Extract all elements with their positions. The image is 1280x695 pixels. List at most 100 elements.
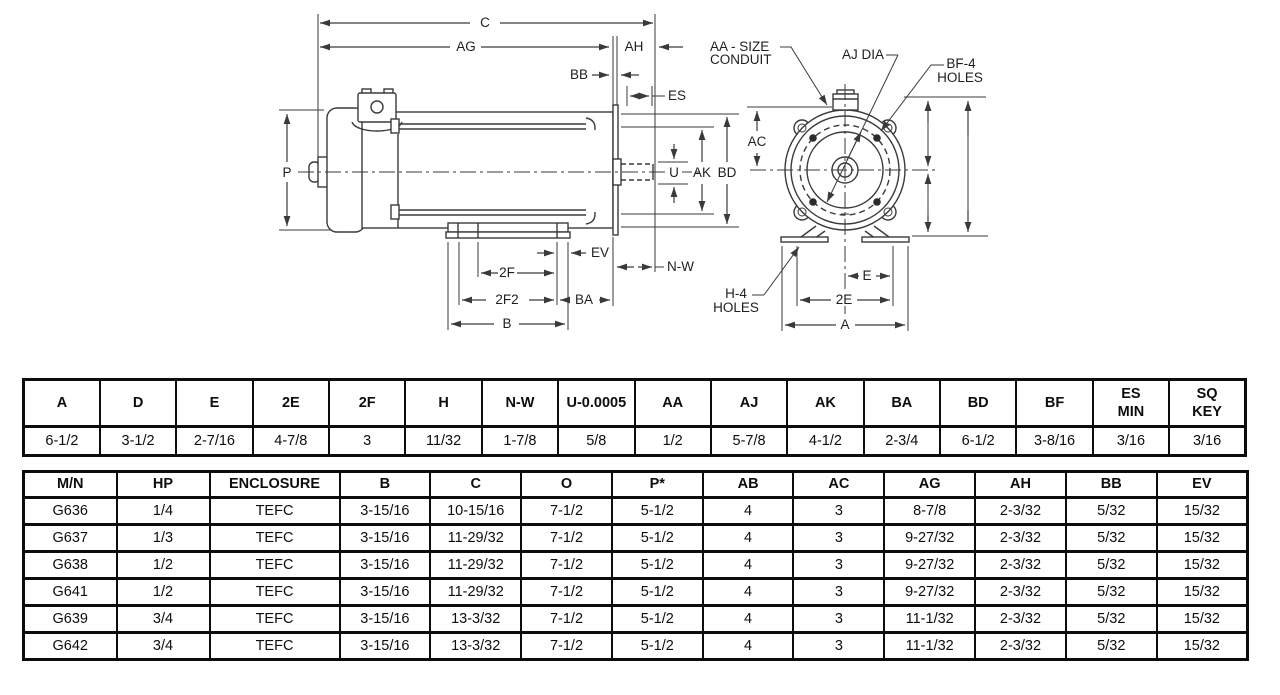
column-header: AJ: [709, 378, 789, 428]
conduit-box-side: [351, 88, 403, 132]
ear-hole: [797, 123, 807, 133]
bf-hole: [809, 198, 817, 206]
column-header: EV: [1155, 470, 1249, 499]
table-cell: 6-1/2: [938, 425, 1018, 457]
table-cell: 4: [701, 631, 795, 661]
table-cell: G637: [22, 523, 118, 553]
dimension-lines-end: [753, 101, 972, 329]
table-cell: 13-3/32: [429, 631, 523, 661]
dim-label-es: ES: [668, 88, 686, 103]
table-cell: 3-1/2: [98, 425, 178, 457]
dim-label-bb: BB: [570, 67, 588, 82]
table-cell: 7-1/2: [520, 496, 613, 526]
column-header: O: [520, 470, 613, 499]
column-header: H: [404, 378, 483, 428]
table-cell: 5-1/2: [610, 631, 704, 661]
table-cell: 5/32: [1064, 496, 1158, 526]
table-cell: 3: [327, 425, 407, 457]
table-cell: 4: [701, 496, 795, 526]
table-cell: 9-27/32: [883, 523, 977, 553]
table-cell: 7-1/2: [520, 631, 613, 661]
table-cell: 8-7/8: [883, 496, 977, 526]
table-cell: 7-1/2: [520, 604, 613, 634]
table-cell: 7-1/2: [520, 577, 613, 607]
table-cell: 5/8: [557, 425, 636, 457]
mounting-base-side: [445, 222, 571, 239]
column-header: AK: [786, 378, 865, 428]
dim-label-b: B: [502, 316, 511, 331]
callout-aj-dia: AJ DIA: [842, 47, 884, 62]
motor-body-outline: [298, 88, 702, 239]
column-header: D: [98, 378, 178, 428]
ear-hole: [883, 207, 893, 217]
table-cell: TEFC: [208, 496, 341, 526]
table-cell: 4-7/8: [251, 425, 331, 457]
table-cell: 2-3/32: [974, 631, 1067, 661]
dim-label-ah: AH: [625, 39, 644, 54]
column-header: 2E: [251, 378, 331, 428]
table-cell: 7-1/2: [520, 550, 613, 580]
bf-hole: [809, 134, 817, 142]
column-header: ENCLOSURE: [208, 470, 341, 499]
table-cell: 9-27/32: [883, 577, 977, 607]
dim-label-nw: N-W: [667, 259, 694, 274]
table-cell: 5/32: [1064, 550, 1158, 580]
table-cell: 3/16: [1091, 425, 1171, 457]
table-cell: 5/32: [1064, 577, 1158, 607]
extension-lines-side: [279, 14, 739, 330]
column-header: AC: [792, 470, 886, 499]
table-cell: 5-1/2: [610, 496, 704, 526]
column-header: BD: [938, 378, 1018, 428]
dim-label-2f2: 2F2: [495, 292, 518, 307]
table-cell: 2-3/32: [974, 523, 1067, 553]
table-cell: 3-15/16: [338, 550, 432, 580]
table-cell: 2-3/32: [974, 496, 1067, 526]
table-cell: 4: [701, 604, 795, 634]
table-cell: 11-29/32: [429, 523, 523, 553]
dim-label-a: A: [840, 317, 849, 332]
column-header: E: [175, 378, 254, 428]
table-cell: G641: [22, 577, 118, 607]
column-header: HP: [115, 470, 211, 499]
tie-rods: [390, 117, 596, 225]
dim-label-ak: AK: [693, 165, 711, 180]
ear-hole: [797, 207, 807, 217]
table-cell: 2-3/32: [974, 577, 1067, 607]
dim-label-2e: 2E: [836, 292, 853, 307]
table-cell: 3-15/16: [338, 604, 432, 634]
column-header: ES MIN: [1091, 378, 1171, 428]
callout-aa-conduit-line1: AA - SIZE: [710, 39, 769, 54]
dim-label-e: E: [862, 268, 871, 283]
column-header: U-0.0005: [557, 378, 636, 428]
table-cell: TEFC: [208, 550, 341, 580]
table-cell: G639: [22, 604, 118, 634]
table-cell: 1/2: [115, 577, 211, 607]
table-cell: 1/3: [115, 523, 211, 553]
mounting-feet: [780, 225, 910, 243]
table-cell: 3-15/16: [338, 523, 432, 553]
table-cell: 11-1/32: [883, 631, 977, 661]
callout-bf-holes-line2: HOLES: [937, 70, 983, 85]
rear-end-cap: [326, 107, 366, 233]
column-header: AH: [974, 470, 1067, 499]
table-cell: 6-1/2: [22, 425, 101, 457]
bf-hole: [873, 134, 881, 142]
column-header: AB: [701, 470, 795, 499]
table-cell: 15/32: [1155, 604, 1249, 634]
table-cell: 13-3/32: [429, 604, 523, 634]
table-cell: G638: [22, 550, 118, 580]
table-cell: 10-15/16: [429, 496, 523, 526]
table-cell: 2-3/4: [862, 425, 942, 457]
table-cell: 15/32: [1155, 496, 1249, 526]
motor-dimension-drawing: C AG AH BB ES P U AK BD N-W EV 2F 2F2 BA…: [279, 14, 988, 332]
table-cell: 3: [792, 604, 886, 634]
table-cell: 11-1/32: [883, 604, 977, 634]
table-cell: TEFC: [208, 604, 341, 634]
dimension-labels-side: C AG AH BB ES P U AK BD N-W EV 2F 2F2 BA…: [282, 15, 736, 331]
